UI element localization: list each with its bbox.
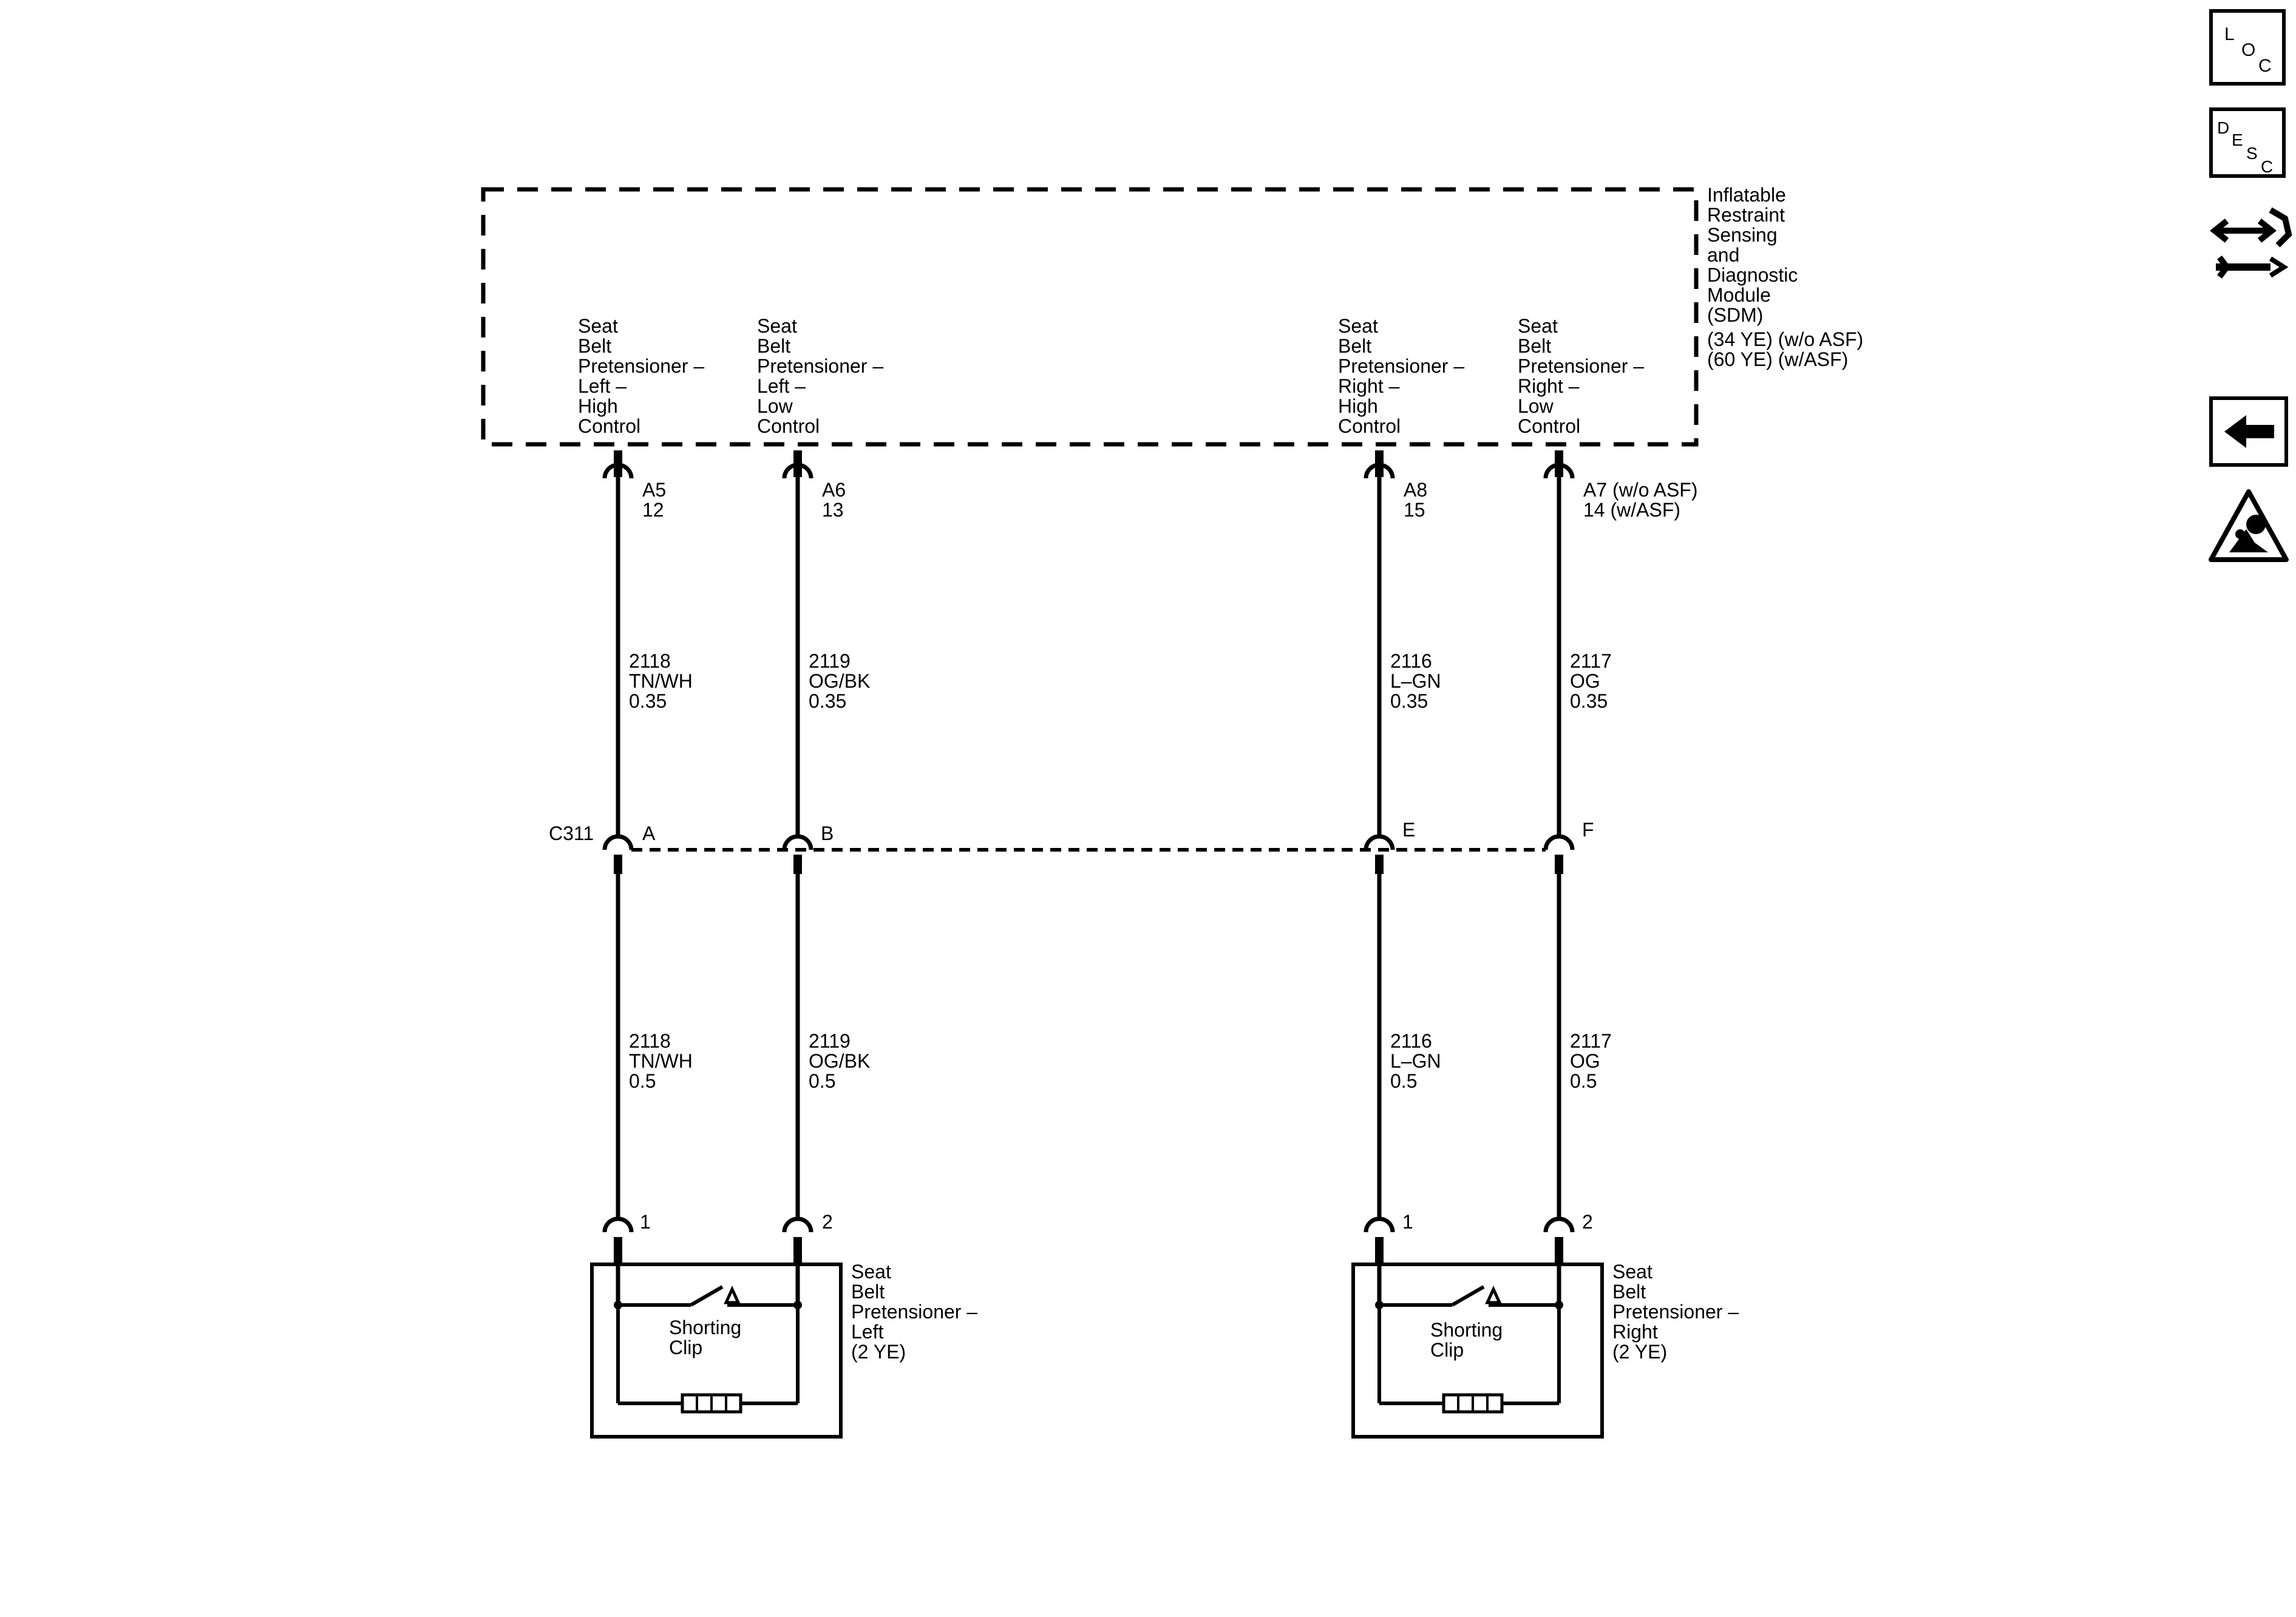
sdm-module-box [481,187,1699,447]
c311-cavity-a: A [642,822,656,844]
function-label-left-high: Seat Belt Pretensioner – Left – High Con… [578,315,710,437]
device-pin-left-2: 2 [822,1211,833,1233]
seat-belt-pretensioner-left [590,1263,843,1439]
upper-wire-label-2118: 2118 TN/WH 0.35 [629,650,698,712]
device-pin-right-2: 2 [1582,1211,1593,1233]
shorting-clip-label-left: Shorting Clip [669,1317,747,1358]
c311-label: C311 [549,822,594,844]
lower-wire-label-2116: 2116 L–GN 0.5 [1390,1030,1446,1092]
c311-cavity-e: E [1402,819,1415,841]
seat-belt-pretensioner-right [1351,1263,1604,1439]
wire-circuit-2116 [1364,450,1395,1306]
lower-wire-label-2117: 2117 OG 0.5 [1570,1030,1617,1092]
sdm-pin-label-left-high: A5 12 [642,479,671,521]
sdm-pin-label-left-low: A6 13 [822,479,851,521]
svg-text:C: C [2261,157,2273,176]
wire-circuit-2118 [602,450,634,1306]
svg-text:S: S [2246,144,2258,163]
sdm-title: Inflatable Restraint Sensing and Diagnos… [1707,184,1869,370]
desc-button[interactable]: D E S C [2209,107,2286,178]
device-pin-left-1: 1 [640,1211,651,1233]
lower-wire-label-2118: 2118 TN/WH 0.5 [629,1030,698,1092]
c311-cavity-f: F [1582,819,1594,841]
airbag-warning-icon[interactable] [2209,489,2289,562]
back-arrow-icon [2224,415,2274,448]
c311-cavity-b: B [821,822,834,844]
wire-circuit-2119 [782,450,813,1306]
svg-text:L: L [2224,24,2235,44]
function-label-right-low: Seat Belt Pretensioner – Right – Low Con… [1518,315,1649,437]
svg-text:D: D [2217,118,2229,137]
function-label-right-high: Seat Belt Pretensioner – Right – High Co… [1338,315,1470,437]
back-arrow-button[interactable] [2209,396,2288,467]
svg-text:E: E [2232,131,2243,149]
connector-end-view-icon[interactable] [2209,207,2292,279]
lower-wire-label-2119: 2119 OG/BK 0.5 [809,1030,875,1092]
function-label-left-low: Seat Belt Pretensioner – Left – Low Cont… [757,315,889,437]
loc-button[interactable]: L O C [2209,9,2286,86]
wire-circuit-2117 [1543,450,1575,1306]
svg-text:O: O [2241,40,2255,60]
sdm-pin-label-right-high: A8 15 [1404,479,1433,521]
shorting-clip-label-right: Shorting Clip [1430,1319,1508,1361]
svg-text:C: C [2258,56,2272,76]
sdm-pin-label-right-low: A7 (w/o ASF) 14 (w/ASF) [1583,479,1703,521]
upper-wire-label-2119: 2119 OG/BK 0.35 [809,650,875,712]
device-label-left: Seat Belt Pretensioner – Left (2 YE) [851,1261,983,1363]
device-pin-right-1: 1 [1402,1211,1413,1233]
upper-wire-label-2117: 2117 OG 0.35 [1570,650,1617,712]
device-label-right: Seat Belt Pretensioner – Right (2 YE) [1612,1261,1744,1363]
upper-wire-label-2116: 2116 L–GN 0.35 [1390,650,1446,712]
